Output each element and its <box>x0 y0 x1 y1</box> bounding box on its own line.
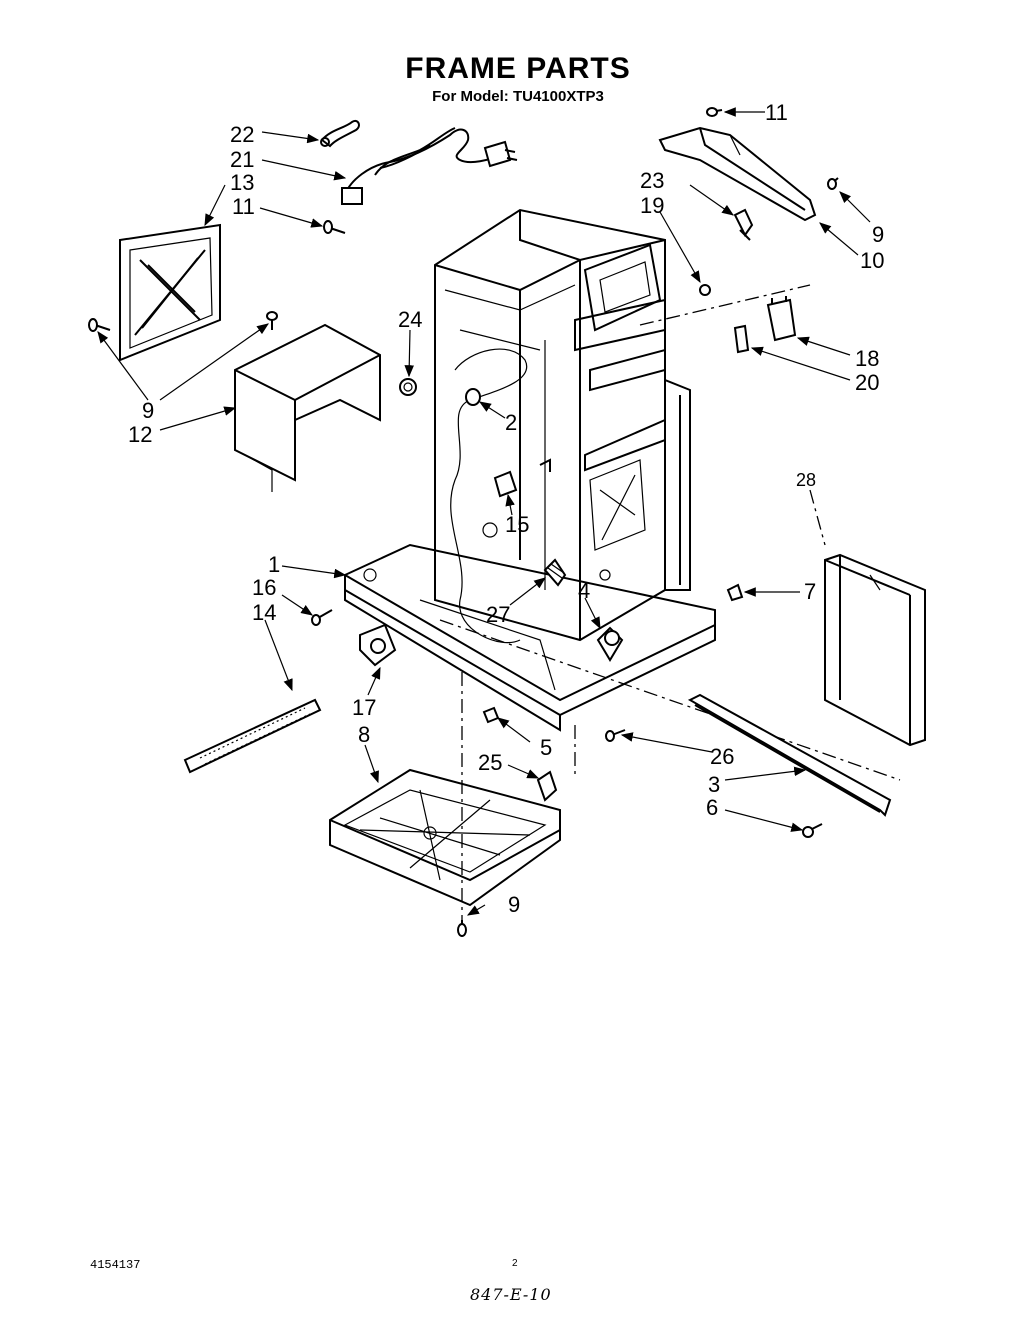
part-25-clip <box>536 770 558 802</box>
callout-13: 13 <box>230 170 254 195</box>
screw-19 <box>699 284 711 296</box>
screw-6 <box>802 823 823 838</box>
part-7-clip <box>726 583 744 602</box>
part-21-power-cord <box>341 127 518 205</box>
callout-1: 1 <box>268 552 280 577</box>
part-24-bushing <box>399 378 417 396</box>
callout-11: 11 <box>232 194 255 219</box>
callout-2: 2 <box>505 410 517 435</box>
part-20-plate <box>733 324 750 354</box>
part-12-cover <box>234 323 381 492</box>
part-14-strip <box>183 698 322 774</box>
part-22-clamp <box>320 120 360 148</box>
page-title: FRAME PARTS <box>405 52 631 85</box>
callout-22: 22 <box>230 122 254 147</box>
callout-19: 19 <box>640 193 664 218</box>
page-number: 2 <box>512 1258 518 1269</box>
part-5-nut <box>482 706 500 724</box>
callout-4: 4 <box>578 578 590 603</box>
callout-24: 24 <box>398 307 422 332</box>
callout-20: 20 <box>855 370 879 395</box>
callout-12: 12 <box>128 422 152 447</box>
screw-11-left <box>323 220 346 234</box>
part-15-switch <box>493 458 551 498</box>
part-17-bracket <box>359 623 397 667</box>
callout-27: 27 <box>486 602 510 627</box>
callout-arrows <box>97 107 871 916</box>
part-8-base-pan <box>329 768 561 907</box>
screw-16 <box>311 609 333 626</box>
part-18-switch <box>766 296 797 342</box>
screw-9-mid <box>266 311 278 330</box>
callout-9: 9 <box>142 398 154 423</box>
callout-17: 17 <box>352 695 376 720</box>
callout-11-right: 11 <box>765 100 788 125</box>
callout-16: 16 <box>252 575 276 600</box>
model-subtitle: For Model: TU4100XTP3 <box>432 88 604 105</box>
part-28-panel <box>824 553 926 747</box>
screw-9-bottom <box>457 920 467 937</box>
callout-7: 7 <box>804 579 816 604</box>
callout-25: 25 <box>478 750 502 775</box>
callout-9-right: 9 <box>872 222 884 247</box>
callout-5: 5 <box>540 735 552 760</box>
part-27-spring <box>543 558 567 587</box>
part-3-rail <box>687 693 892 817</box>
callout-3: 3 <box>708 772 720 797</box>
cabinet-frame <box>344 208 716 732</box>
callout-15: 15 <box>505 512 529 537</box>
part-2-component <box>465 388 481 406</box>
callout-21: 21 <box>230 147 254 172</box>
callout-28: 28 <box>796 470 816 490</box>
callout-9-bottom: 9 <box>508 892 520 917</box>
screw-11-right <box>706 107 723 117</box>
part-13-panel <box>119 223 221 362</box>
callout-labels: 22 21 13 11 24 9 12 2 15 1 16 14 27 4 17… <box>128 100 884 917</box>
callout-14: 14 <box>252 600 276 625</box>
screw-26 <box>605 729 626 742</box>
callout-18: 18 <box>855 346 879 371</box>
document-number: 4154137 <box>90 1258 141 1272</box>
part-10-bracket <box>658 126 817 222</box>
callout-8: 8 <box>358 722 370 747</box>
callout-23: 23 <box>640 168 664 193</box>
screw-9-left <box>88 318 111 332</box>
callout-10: 10 <box>860 248 884 273</box>
callout-26: 26 <box>710 744 734 769</box>
callout-6: 6 <box>706 795 718 820</box>
screw-9-right <box>827 177 839 190</box>
part-23-part <box>733 208 754 241</box>
part-4-capacitor <box>596 626 624 662</box>
handwritten-code: 847-E-10 <box>470 1285 552 1304</box>
